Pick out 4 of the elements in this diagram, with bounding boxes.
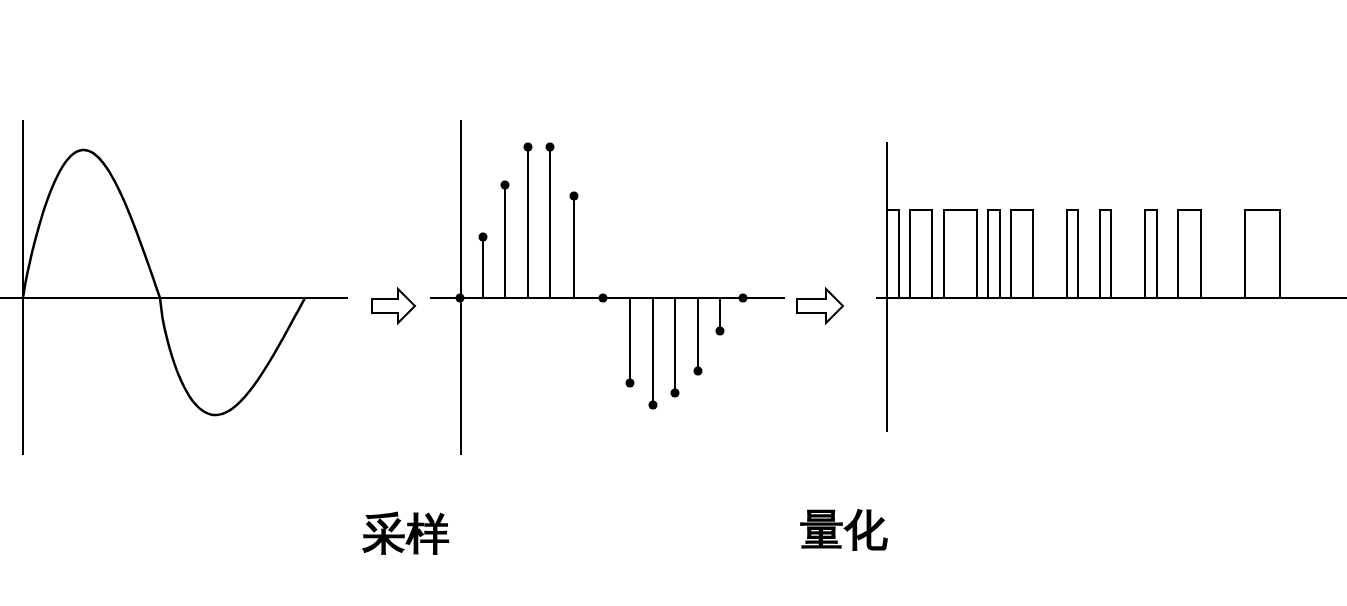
hollow-arrow bbox=[371, 286, 417, 326]
step-label: 采样 bbox=[362, 512, 450, 556]
hollow-arrow bbox=[796, 286, 845, 326]
step-label: 量化 bbox=[800, 508, 888, 552]
